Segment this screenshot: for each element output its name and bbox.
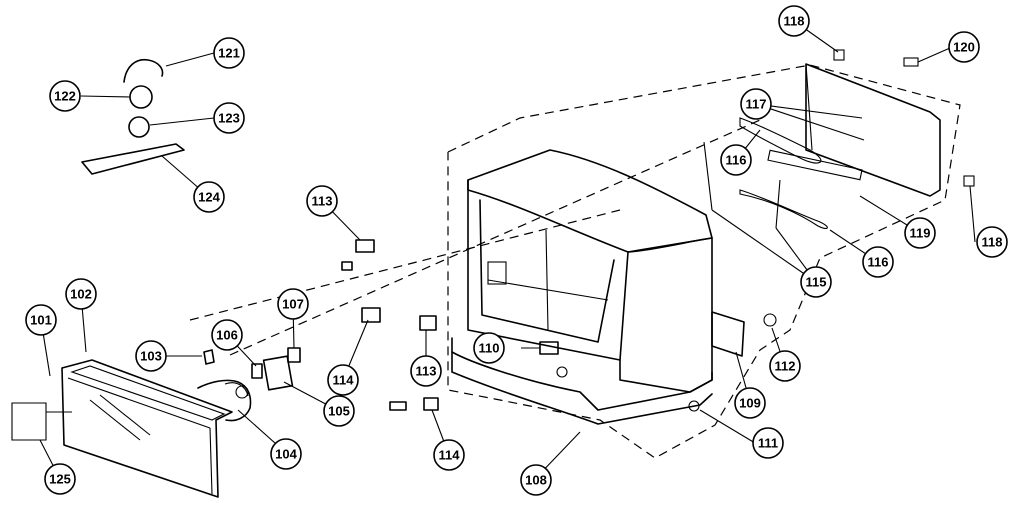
svg-text:122: 122 [54, 89, 76, 104]
callout-107: 107 [277, 288, 309, 320]
callout-122: 122 [49, 80, 81, 112]
svg-text:113: 113 [416, 364, 437, 379]
svg-text:116: 116 [726, 153, 747, 168]
callout-101: 101 [25, 304, 57, 336]
svg-text:104: 104 [275, 447, 297, 462]
callout-114b: 114 [433, 439, 465, 471]
svg-text:123: 123 [218, 111, 240, 126]
callout-120: 120 [948, 31, 980, 63]
leader-lines [39, 20, 976, 480]
callout-123: 123 [213, 102, 245, 134]
svg-text:120: 120 [953, 40, 975, 55]
svg-text:101: 101 [30, 313, 52, 328]
rear-assembly [703, 49, 975, 229]
svg-text:110: 110 [479, 341, 500, 356]
svg-text:103: 103 [140, 349, 162, 364]
callout-118a: 118 [778, 5, 810, 37]
callout-110: 110 [473, 332, 505, 364]
callout-124: 124 [193, 181, 225, 213]
callout-105: 105 [323, 395, 355, 427]
svg-text:124: 124 [198, 190, 220, 205]
callout-118b: 118 [976, 226, 1008, 258]
svg-text:121: 121 [218, 46, 240, 61]
svg-text:117: 117 [746, 97, 767, 112]
callout-104: 104 [270, 438, 302, 470]
callout-102: 102 [65, 278, 97, 310]
svg-text:106: 106 [216, 328, 238, 343]
callout-109: 109 [734, 387, 766, 419]
label-sheet [11, 402, 72, 441]
svg-text:113: 113 [312, 194, 333, 209]
svg-text:111: 111 [758, 436, 778, 451]
callout-103: 103 [135, 340, 167, 372]
svg-text:105: 105 [328, 404, 350, 419]
callout-106: 106 [211, 319, 243, 351]
svg-text:125: 125 [49, 472, 71, 487]
svg-text:114: 114 [439, 448, 461, 463]
callout-112: 112 [769, 350, 801, 382]
callout-116b: 116 [862, 246, 894, 278]
callout-119: 119 [904, 217, 936, 249]
callout-113a: 113 [306, 185, 338, 217]
assembly-boundary [189, 64, 961, 459]
callout-125: 125 [44, 463, 76, 495]
small-hardware [341, 239, 559, 411]
svg-text:118: 118 [982, 235, 1003, 250]
callout-115: 115 [800, 266, 832, 298]
picture-tube [61, 359, 252, 498]
callout-111: 111 [752, 427, 784, 459]
callout-113b: 113 [410, 355, 442, 387]
callout-116a: 116 [720, 144, 752, 176]
svg-text:119: 119 [910, 226, 931, 241]
neck-parts [203, 347, 301, 391]
svg-text:102: 102 [70, 287, 92, 302]
callout-117: 117 [740, 88, 772, 120]
cabinet [451, 149, 713, 425]
svg-text:108: 108 [525, 473, 547, 488]
svg-text:107: 107 [282, 297, 304, 312]
svg-text:118: 118 [784, 14, 805, 29]
svg-text:116: 116 [868, 255, 889, 270]
accessories [81, 58, 185, 175]
callout-108: 108 [520, 464, 552, 496]
svg-text:115: 115 [806, 275, 827, 290]
svg-text:114: 114 [333, 373, 355, 388]
back-bracket [711, 311, 777, 357]
svg-text:109: 109 [739, 396, 761, 411]
callout-114a: 114 [327, 364, 359, 396]
svg-text:112: 112 [775, 359, 796, 374]
callout-121: 121 [213, 37, 245, 69]
